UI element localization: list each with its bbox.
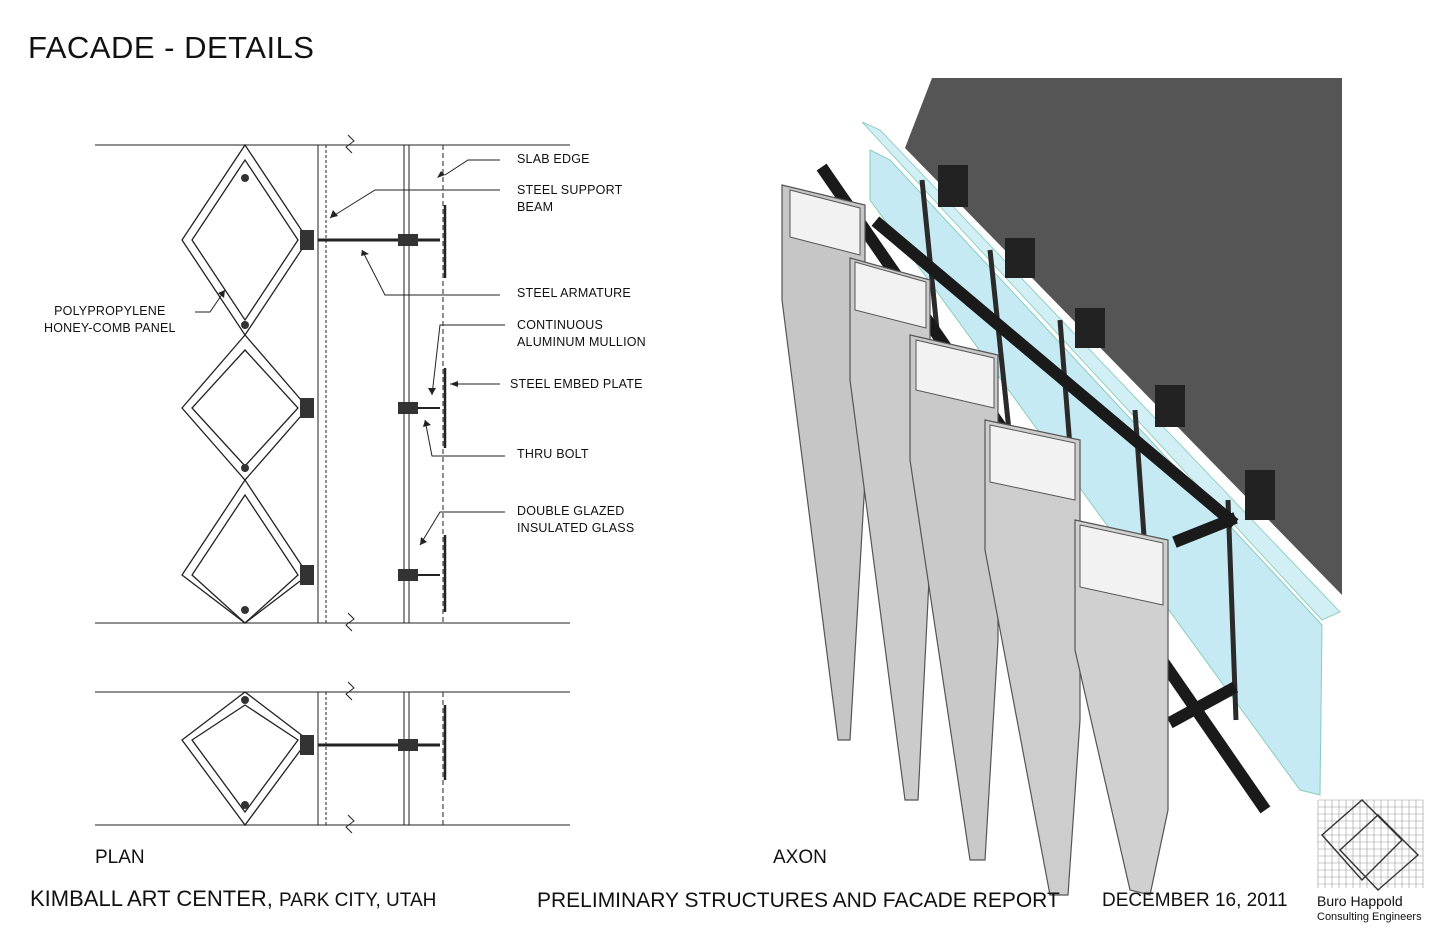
callout-steel-support-beam: STEEL SUPPORT BEAM	[517, 183, 623, 214]
axon-label: AXON	[773, 847, 827, 868]
slab	[905, 78, 1342, 595]
project-title: KIMBALL ART CENTER,	[30, 886, 273, 911]
callout-aluminum-mullion: CONTINUOUS ALUMINUM MULLION	[517, 318, 646, 349]
project-name: KIMBALL ART CENTER, PARK CITY, UTAH	[30, 886, 436, 912]
callout-slab-edge: SLAB EDGE	[517, 152, 590, 166]
report-date: DECEMBER 16, 2011	[1102, 890, 1288, 911]
page-title: FACADE - DETAILS	[28, 30, 315, 65]
project-location: PARK CITY, UTAH	[279, 890, 437, 911]
logo-name: Buro Happold	[1317, 893, 1403, 909]
callout-steel-armature: STEEL ARMATURE	[517, 286, 631, 300]
callout-polypropylene-panel: POLYPROPYLENE HONEY-COMB PANEL	[44, 304, 176, 335]
callout-insulated-glass: DOUBLE GLAZED INSULATED GLASS	[517, 504, 635, 535]
glass-pane-back	[861, 121, 1341, 621]
report-title: PRELIMINARY STRUCTURES AND FACADE REPORT	[537, 889, 1060, 912]
plan-label: PLAN	[95, 847, 145, 868]
callout-thru-bolt: THRU BOLT	[517, 447, 589, 461]
logo-subtitle: Consulting Engineers	[1317, 911, 1422, 923]
callout-steel-embed-plate: STEEL EMBED PLATE	[510, 377, 643, 391]
